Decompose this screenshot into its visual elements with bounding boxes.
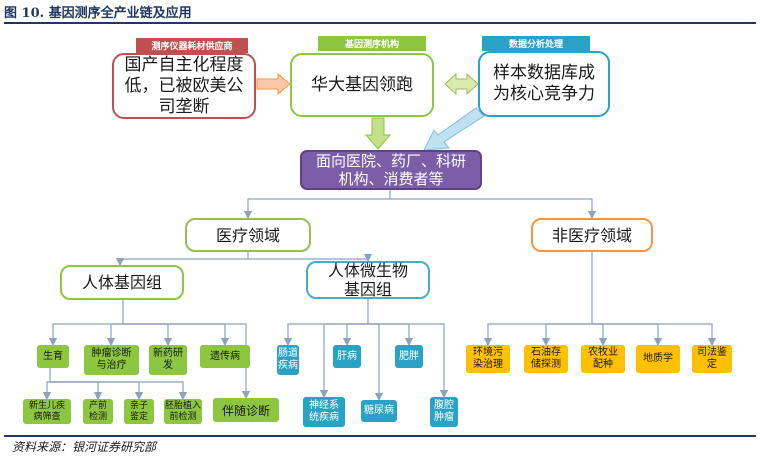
figure-title: 图 10. 基因测序全产业链及应用 <box>4 6 192 21</box>
microbe-item-nervous: 神经系统疾病 <box>303 397 345 427</box>
nonmedical-domain-box: 非医疗领域 <box>531 218 653 252</box>
microbe-genome-box: 人体微生物基因组 <box>306 261 430 299</box>
supplier-to-agency-arrow <box>256 72 291 96</box>
agency-analysis-double-arrow <box>444 72 479 96</box>
agency-box: 华大基因领跑 <box>290 53 434 117</box>
nonmed-item-geology: 地质学 <box>636 345 680 373</box>
birth-item-newborn: 新生儿疾病筛查 <box>23 399 71 424</box>
medical-domain-box: 医疗领域 <box>185 218 311 252</box>
analysis-header: 数据分析处理 <box>482 36 590 51</box>
customers-box: 面向医院、药厂、科研机构、消费者等 <box>300 150 482 190</box>
title-rule <box>4 22 756 24</box>
birth-item-paternity: 亲子鉴定 <box>124 399 154 424</box>
human-genome-box: 人体基因组 <box>60 265 184 300</box>
analysis-box: 样本数据库成为核心竞争力 <box>478 51 610 117</box>
human-item-genetic: 遗传病 <box>200 345 250 368</box>
nonmed-item-environment: 环境污染治理 <box>466 345 510 373</box>
birth-item-prenatal: 产前检测 <box>83 399 113 424</box>
microbe-item-abdominal: 腹腔肿瘤 <box>430 397 458 427</box>
nonmed-item-agriculture: 农牧业配种 <box>581 345 625 373</box>
companion-diagnostics-box: 伴随诊断 <box>213 398 279 422</box>
supplier-box: 国产自主化程度低，已被欧美公司垄断 <box>112 53 256 119</box>
microbe-item-diabetes: 糖尿病 <box>361 400 397 422</box>
agency-to-customers-arrow <box>364 117 392 150</box>
birth-item-preimplant: 胚胎植入前检测 <box>164 399 202 424</box>
nonmed-item-petroleum: 石油存储探测 <box>524 345 568 373</box>
human-item-newdrug: 新药研发 <box>149 345 187 375</box>
human-item-tumor: 肿瘤诊断与治疗 <box>84 345 139 375</box>
analysis-to-customers-arrow <box>423 107 485 151</box>
supplier-header: 测序仪器耗材供应商 <box>136 38 248 53</box>
nonmed-item-forensic: 司法鉴定 <box>692 345 732 373</box>
source-note: 资料来源：银河证券研究部 <box>12 440 157 454</box>
agency-header: 基因测序机构 <box>318 36 426 51</box>
microbe-item-liver: 肝病 <box>333 345 361 368</box>
microbe-item-obesity: 肥胖 <box>395 345 423 368</box>
microbe-item-intestinal: 肠道疾病 <box>277 345 299 375</box>
human-item-birth: 生育 <box>37 345 69 368</box>
footer-rule <box>4 435 756 437</box>
